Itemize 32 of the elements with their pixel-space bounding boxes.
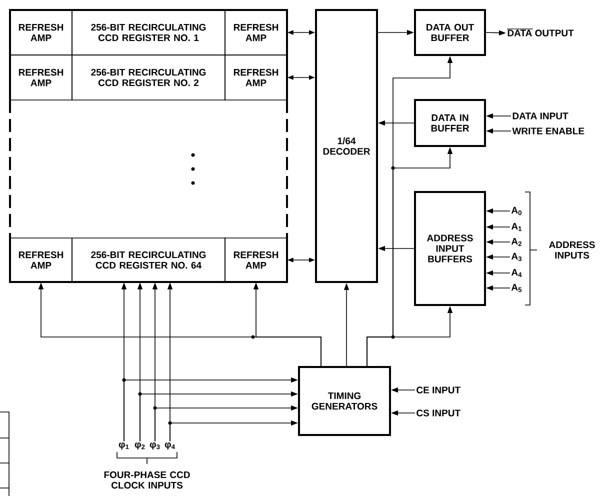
register-cell: 256-BIT RECIRCULATING CCD REGISTER NO. 1 [72, 10, 226, 56]
signal-label: DATA OUTPUT [506, 28, 574, 36]
buffer-box: DATA IN BUFFER [414, 99, 486, 147]
buffer-box: ADDRESS INPUT BUFFERS [414, 191, 486, 306]
signal-label: CS INPUT [416, 410, 460, 416]
amp-cell: REFRESH AMP [10, 10, 72, 56]
clock-phase-label: φ$_{3}$ [150, 442, 160, 450]
clock-phase-label: φ$_{2}$ [134, 442, 145, 450]
buffer-box: DATA OUT BUFFER [414, 9, 486, 56]
amp-cell: REFRESH AMP [224, 54, 288, 100]
address-pin-label: A$_{2}$ [511, 238, 522, 246]
amp-cell: REFRESH AMP [224, 238, 288, 282]
amp-cell: REFRESH AMP [10, 54, 72, 100]
amp-cell: REFRESH AMP [224, 10, 288, 56]
group-label: ADDRESS INPUTS [549, 241, 595, 259]
register-cell: 256-BIT RECIRCULATING CCD REGISTER NO. 2 [72, 54, 226, 100]
clock-phase-label: φ$_{1}$ [118, 442, 129, 450]
address-pin-label: A$_{5}$ [511, 284, 522, 292]
signal-label: WRITE ENABLE [512, 128, 584, 134]
address-pin-label: A$_{4}$ [511, 269, 522, 277]
group-label: FOUR-PHASE CCD CLOCK INPUTS [104, 471, 190, 489]
signal-label: DATA INPUT [512, 112, 568, 120]
timing-box: TIMING GENERATORS [298, 366, 391, 436]
clock-phase-label: φ$_{4}$ [164, 442, 175, 450]
address-pin-label: A$_{0}$ [511, 206, 522, 216]
memory-array-frame [9, 9, 288, 283]
address-pin-label: A$_{3}$ [511, 252, 522, 262]
signal-label: CE INPUT [416, 386, 460, 394]
address-pin-label: A$_{1}$ [511, 223, 522, 231]
amp-cell: REFRESH AMP [10, 238, 72, 282]
decoder-box: 1/64 DECODER [315, 9, 378, 283]
register-cell: 256-BIT RECIRCULATING CCD REGISTER NO. 64 [72, 238, 226, 282]
